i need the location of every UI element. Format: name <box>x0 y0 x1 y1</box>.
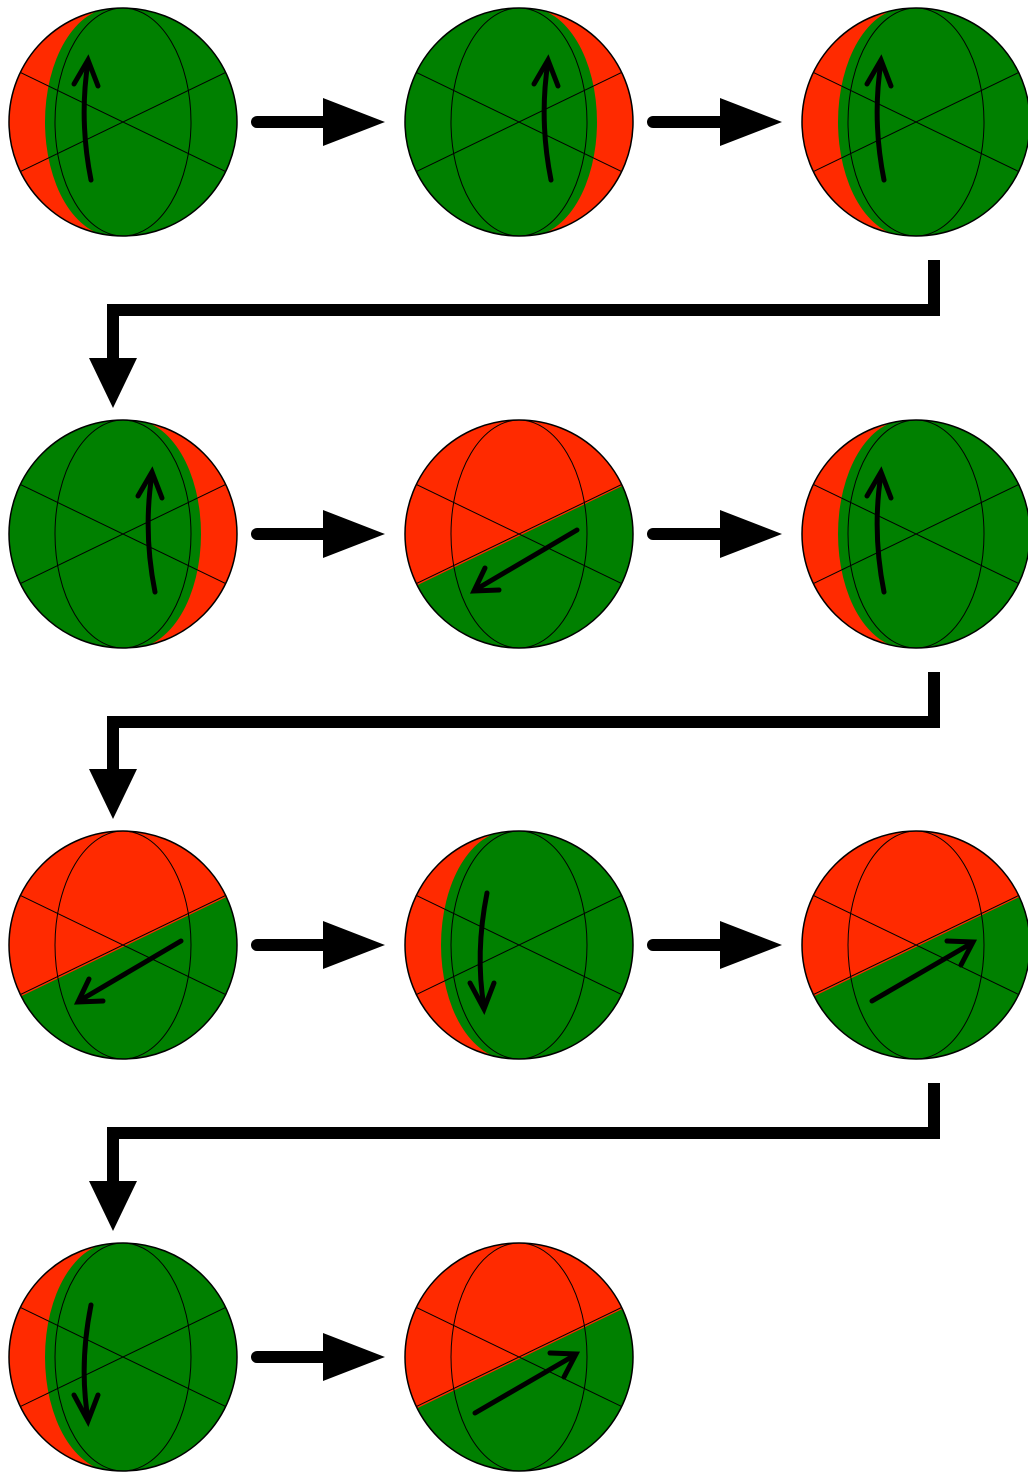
sphere-grid-lines <box>9 420 237 648</box>
row-wrap-connector-1 <box>89 260 940 408</box>
green-hemisphere <box>45 8 237 236</box>
red-hemisphere <box>405 420 633 596</box>
arrow-right-icon-4 <box>647 510 782 558</box>
spin-arrow-icon <box>71 54 101 183</box>
sphere-outline <box>404 830 634 1060</box>
sphere-outline <box>8 1242 238 1472</box>
sphere-outline <box>8 830 238 1060</box>
sphere-grid-lines <box>9 1243 237 1471</box>
sphere-grid-lines <box>9 831 237 1059</box>
spin-arrow-icon <box>864 466 894 595</box>
spin-arrow-icon <box>869 938 978 1004</box>
spin-arrow-icon <box>864 54 894 183</box>
sphere-4 <box>8 419 238 649</box>
sphere-outline <box>801 7 1028 237</box>
red-hemisphere <box>802 831 1028 1007</box>
sphere-outline <box>8 419 238 649</box>
sphere-1 <box>8 7 238 237</box>
green-hemisphere <box>838 8 1028 236</box>
sphere-8 <box>404 830 634 1060</box>
spin-arrow-icon <box>73 938 184 1005</box>
sphere-grid-lines <box>405 420 633 648</box>
arrow-right-icon-1 <box>251 98 385 146</box>
sphere-11 <box>404 1242 634 1472</box>
row-wrap-connector-3 <box>89 1083 940 1231</box>
sphere-outline <box>404 419 634 649</box>
sphere-grid-lines <box>405 8 633 236</box>
spin-arrow-icon <box>71 1302 101 1427</box>
sphere-grid-lines <box>405 1243 633 1471</box>
sphere-group <box>8 7 1028 1472</box>
spin-arrow-icon <box>135 466 165 595</box>
sphere-9 <box>801 830 1028 1060</box>
arrow-right-icon-3 <box>251 510 385 558</box>
flow-connectors <box>89 98 940 1381</box>
red-hemisphere <box>405 1243 633 1419</box>
sphere-grid-lines <box>9 8 237 236</box>
sphere-3 <box>801 7 1028 237</box>
green-hemisphere <box>45 1243 237 1471</box>
spin-arrow-icon <box>469 527 580 594</box>
sphere-outline <box>801 419 1028 649</box>
spin-arrow-icon <box>467 890 497 1015</box>
sphere-outline <box>404 7 634 237</box>
sphere-6 <box>801 419 1028 649</box>
sphere-grid-lines <box>802 420 1028 648</box>
spin-arrow-icon <box>531 54 561 183</box>
spin-arrow-icon <box>472 1350 581 1416</box>
sphere-grid-lines <box>802 8 1028 236</box>
sphere-2 <box>404 7 634 237</box>
red-hemisphere <box>9 831 237 1007</box>
arrow-right-icon-5 <box>251 921 385 969</box>
sphere-outline <box>404 1242 634 1472</box>
sphere-grid-lines <box>405 831 633 1059</box>
sphere-10 <box>8 1242 238 1472</box>
sphere-5 <box>404 419 634 649</box>
arrow-right-icon-7 <box>251 1333 385 1381</box>
green-hemisphere <box>838 420 1028 648</box>
sphere-grid-lines <box>802 831 1028 1059</box>
sphere-7 <box>8 830 238 1060</box>
green-hemisphere <box>441 831 633 1059</box>
sphere-outline <box>8 7 238 237</box>
sphere-outline <box>801 830 1028 1060</box>
arrow-right-icon-6 <box>647 921 782 969</box>
arrow-right-icon-2 <box>647 98 782 146</box>
row-wrap-connector-2 <box>89 672 940 819</box>
